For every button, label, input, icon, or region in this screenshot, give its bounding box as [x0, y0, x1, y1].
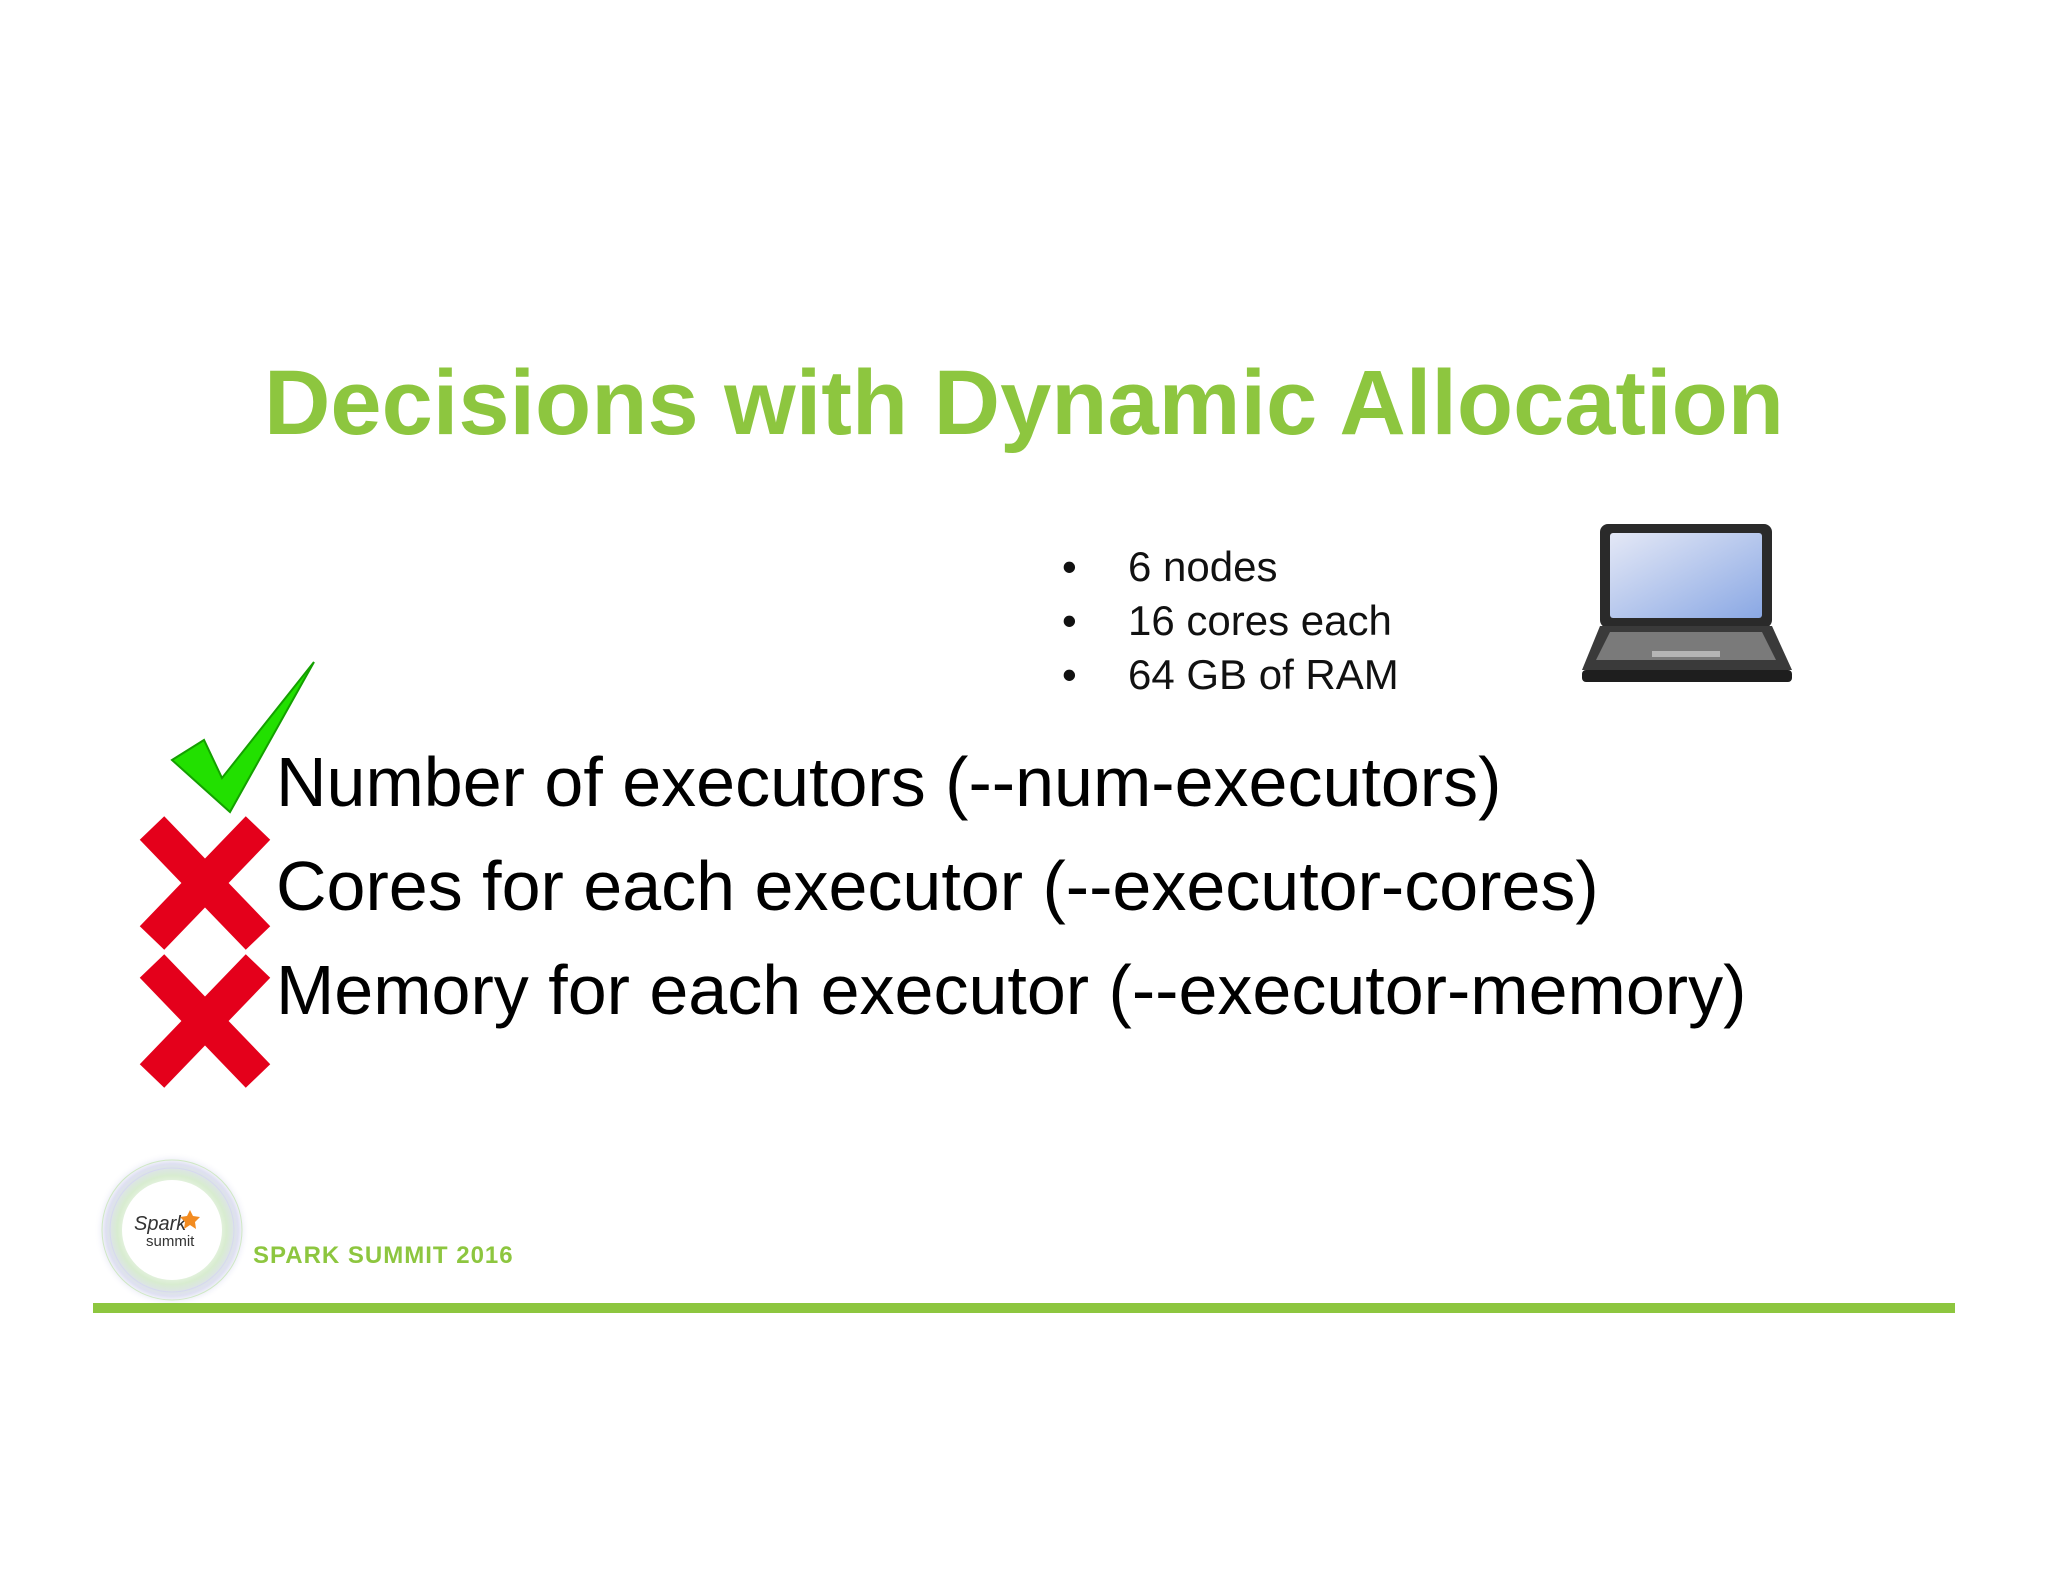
decision-list: Number of executors (--num-executors) Co…	[276, 730, 1746, 1042]
footer-divider	[93, 1303, 1955, 1313]
slide-title: Decisions with Dynamic Allocation	[263, 352, 1785, 454]
checkmark-icon	[170, 661, 315, 814]
spec-text: 16 cores each	[1128, 597, 1392, 644]
spec-item: • 64 GB of RAM	[1060, 648, 1399, 702]
cluster-specs-list: • 6 nodes • 16 cores each • 64 GB of RAM	[1060, 540, 1399, 702]
bullet: •	[1062, 543, 1077, 590]
decision-executor-memory: Memory for each executor (--executor-mem…	[276, 951, 1747, 1029]
decision-num-executors: Number of executors (--num-executors)	[276, 743, 1502, 821]
logo-text: Spark	[134, 1213, 187, 1235]
spec-item: • 6 nodes	[1060, 540, 1399, 594]
logo-text: summit	[146, 1233, 195, 1250]
spec-text: 6 nodes	[1128, 543, 1278, 590]
cross-icon	[139, 954, 271, 1088]
spec-item: • 16 cores each	[1060, 594, 1399, 648]
laptop-icon	[1582, 524, 1792, 682]
bullet: •	[1062, 651, 1077, 698]
spark-summit-logo: Spark summit	[94, 1152, 250, 1308]
footer-event-name: SPARK SUMMIT 2016	[253, 1242, 514, 1269]
spec-text: 64 GB of RAM	[1128, 651, 1399, 698]
bullet: •	[1062, 597, 1077, 644]
cross-icon	[139, 816, 271, 950]
decision-executor-cores: Cores for each executor (--executor-core…	[276, 847, 1599, 925]
